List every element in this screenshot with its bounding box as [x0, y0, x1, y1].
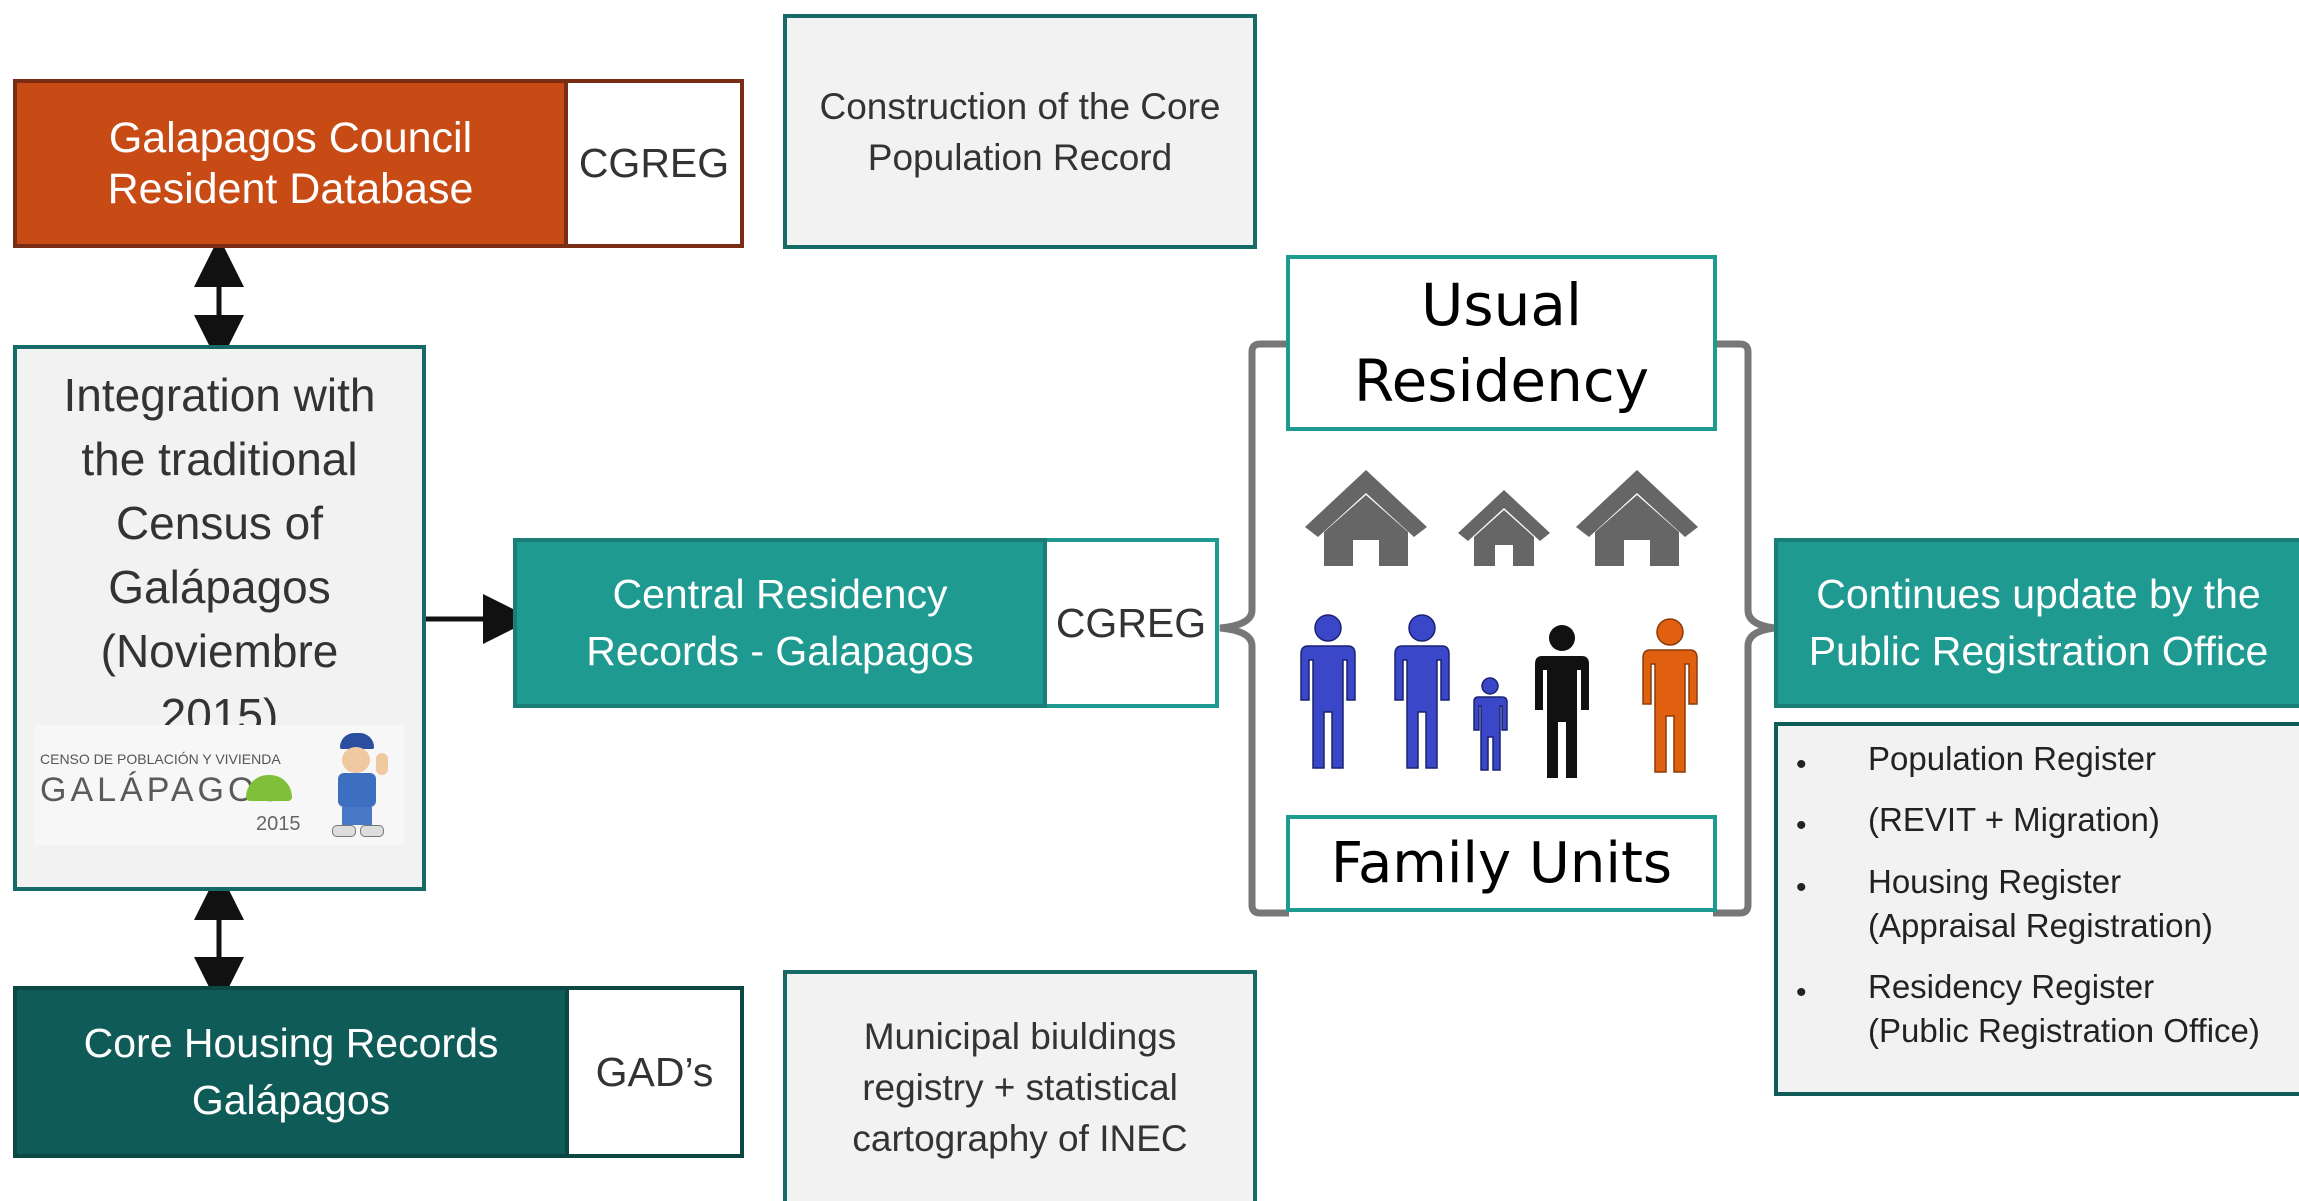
housing-records-label: Core Housing Records Galápagos [83, 1020, 499, 1123]
bullet-icon: • [1796, 976, 1807, 1009]
registers-box: • Population Register • (REVIT + Migrati… [1774, 722, 2299, 1096]
council-tag-label: CGREG [578, 140, 730, 186]
council-database-label: Galapagos Council Resident Database [107, 113, 474, 213]
register-sub: (REVIT + Migration) [1868, 801, 2160, 838]
census-logo-line: CENSO DE POBLACIÓN Y VIVIENDA [40, 751, 281, 767]
house-icon [1458, 490, 1550, 566]
municipal-registry-box: Municipal biuldings registry + statistic… [783, 970, 1257, 1201]
central-records-label: Central Residency Records - Galapagos [586, 571, 974, 674]
bullet-icon: • [1796, 871, 1807, 904]
central-records-box: Central Residency Records - Galapagos [513, 538, 1047, 708]
bullet-icon: • [1796, 809, 1807, 842]
census-label: Integration with the traditional Census … [63, 369, 376, 741]
bullet-icon: • [1796, 748, 1807, 781]
housing-tag-label: GAD’s [595, 1048, 714, 1095]
family-units-box: Family Units [1286, 815, 1717, 912]
core-record-label: Construction of the Core Population Reco… [819, 85, 1221, 178]
update-box: Continues update by the Public Registrat… [1774, 538, 2299, 708]
housing-records-box: Core Housing Records Galápagos [13, 986, 569, 1158]
housing-records-tag: GAD’s [569, 986, 744, 1158]
census-logo-word: GALÁPAGOS [40, 771, 286, 809]
register-title: Population Register [1868, 740, 2157, 777]
register-sub: (Appraisal Registration) [1868, 907, 2213, 944]
core-record-box: Construction of the Core Population Reco… [783, 14, 1257, 249]
person-icon [1394, 614, 1450, 769]
left-bracket [1219, 340, 1289, 917]
census-logo-year: 2015 [256, 813, 301, 835]
central-records-tag: CGREG [1047, 538, 1219, 708]
usual-residency-header: Usual Residency [1286, 255, 1717, 431]
central-tag-label: CGREG [1055, 599, 1207, 646]
person-icon [1642, 618, 1698, 773]
family-units-label: Family Units [1330, 831, 1673, 896]
council-database-box: Galapagos Council Resident Database [13, 79, 568, 248]
update-label: Continues update by the Public Registrat… [1808, 571, 2269, 674]
register-sub: (Public Registration Office) [1868, 1012, 2260, 1049]
census-box: Integration with the traditional Census … [13, 345, 426, 891]
house-icon [1576, 470, 1698, 566]
register-title: Residency Register [1868, 968, 2155, 1005]
right-bracket [1713, 340, 1776, 917]
census-mascot-icon [324, 727, 396, 839]
child-icon [1473, 677, 1508, 771]
municipal-registry-label: Municipal biuldings registry + statistic… [852, 1016, 1188, 1159]
register-title: Housing Register [1868, 863, 2122, 900]
person-icon [1535, 625, 1589, 778]
person-icon [1300, 614, 1356, 769]
census-logo: CENSO DE POBLACIÓN Y VIVIENDA GALÁPAGOS … [34, 725, 404, 845]
house-icon [1305, 470, 1427, 566]
usual-residency-label: Usual Residency [1353, 271, 1650, 415]
council-database-tag: CGREG [568, 79, 744, 248]
